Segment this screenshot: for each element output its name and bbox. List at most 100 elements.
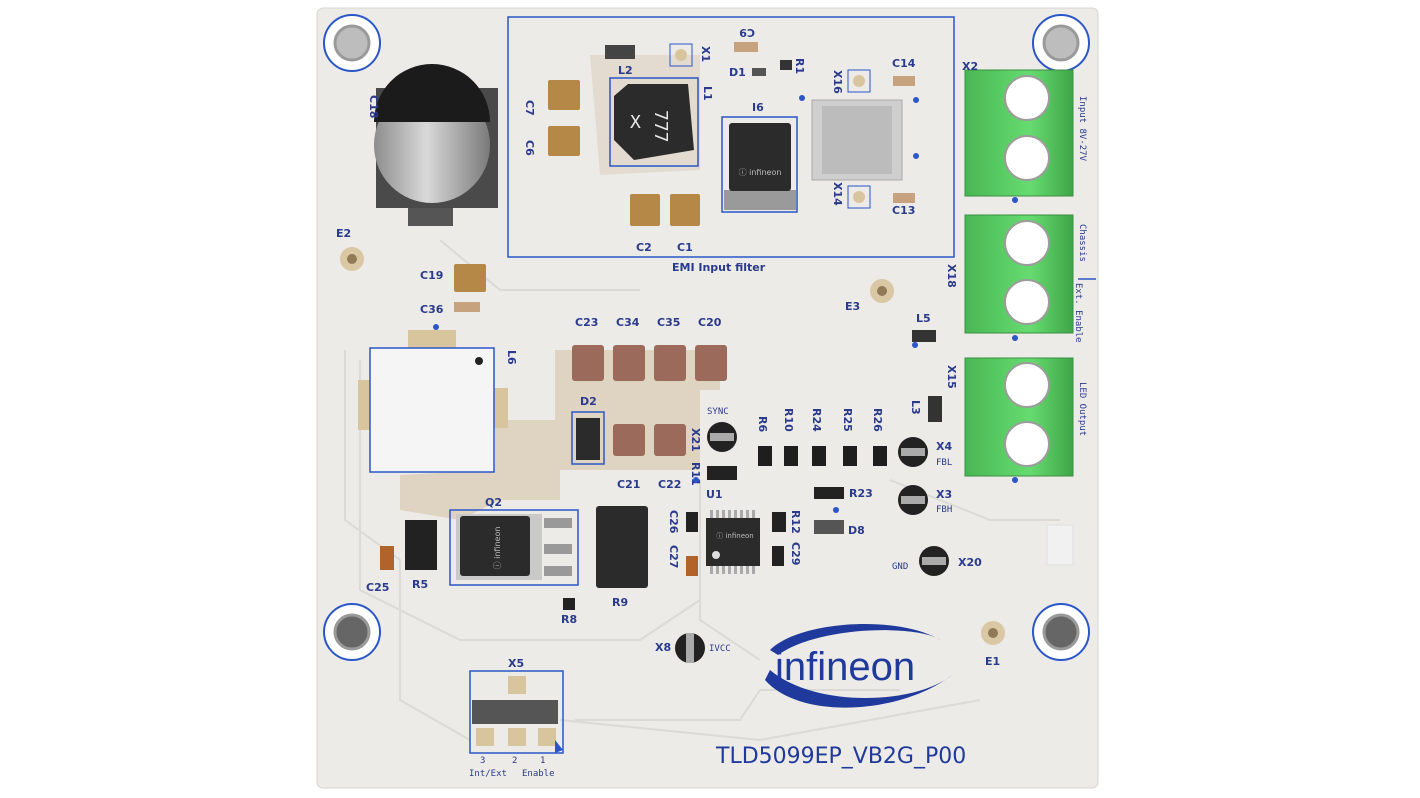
label-x14: X14 [831,182,844,206]
transistor-q2: ⓘ infineon [449,509,579,586]
label-r26: R26 [871,408,884,432]
inductor-l6 [358,330,508,473]
svg-text:ⓘ infineon: ⓘ infineon [739,168,782,177]
label-fbl: FBL [936,458,952,468]
label-e3: E3 [845,300,860,313]
label-chassis: Chassis [1077,224,1087,262]
label-e2: E2 [336,227,351,240]
label-c23: C23 [575,316,598,329]
capacitor-c1 [670,194,700,226]
label-r1: R1 [793,58,806,74]
capacitor-c2 [630,194,660,226]
label-l3: L3 [909,400,922,415]
label-x8: X8 [655,641,671,654]
label-c13: C13 [892,204,915,217]
label-c9: C9 [739,26,755,39]
capacitor-c35 [654,345,686,381]
test-point-x4 [898,437,928,467]
label-l1: L1 [701,86,714,101]
infineon-logo [765,623,952,708]
terminal-x2 [964,69,1074,197]
label-r8: R8 [561,613,577,626]
resistor-r12 [772,512,786,532]
label-x15: X15 [945,365,958,389]
capacitor-c13 [893,193,915,203]
svg-text:ⓘ infineon: ⓘ infineon [716,532,753,540]
label-x4: X4 [936,440,952,453]
test-pads [340,247,1005,645]
mounting-holes [323,14,1090,661]
label-r24: R24 [810,408,823,432]
label-l5: L5 [916,312,931,325]
label-i6: I6 [752,101,764,114]
label-c19: C19 [420,269,443,282]
label-r5: R5 [412,578,428,591]
resistor-r23 [814,487,844,499]
svg-text:777: 777 [650,110,671,143]
terminal-x18 [964,214,1074,334]
capacitor-c6 [548,126,580,156]
label-x18: X18 [945,264,958,288]
test-point-x3 [898,485,928,515]
test-point-x21 [707,422,737,452]
brand-logo-text: infineon [775,645,915,689]
capacitor-c19 [454,264,486,292]
copper-pour [400,350,720,520]
inductor-l3 [928,396,942,422]
label-c14: C14 [892,57,916,70]
label-x20: X20 [958,556,982,569]
label-q2: Q2 [485,496,502,509]
copper-traces [344,239,1060,742]
label-r10: R10 [782,408,795,432]
test-point-x16 [847,69,871,93]
test-point-x1 [669,43,693,67]
label-led-output: LED Output [1077,382,1087,436]
label-pin3: 3 [480,756,485,766]
label-l2: L2 [618,64,633,77]
label-fbh: FBH [936,505,952,515]
label-c2: C2 [636,241,652,254]
diode-d2 [571,411,605,465]
capacitor-c34 [613,345,645,381]
capacitor-c23 [572,345,604,381]
label-c7: C7 [523,100,536,116]
ic-i6: ⓘ infineon [721,116,798,213]
label-r25: R25 [841,408,854,432]
diode-d1 [752,68,766,76]
label-r23: R23 [849,487,873,500]
capacitor-c27 [686,556,698,576]
label-gnd: GND [892,562,908,572]
board-name: TLD5099EP_VB2G_P00 [715,744,966,769]
label-c36: C36 [420,303,444,316]
terminal-x15 [964,357,1074,477]
jumper-x5 [469,670,564,754]
svg-text:ⓘ infineon: ⓘ infineon [493,527,502,570]
capacitor-c18 [374,64,498,226]
resistor-r8 [563,598,575,610]
label-c29: C29 [789,542,802,565]
capacitor-c9 [734,42,758,52]
label-c6: C6 [523,140,536,156]
label-x16: X16 [831,70,844,94]
label-c1: C1 [677,241,693,254]
capacitor-c7 [548,80,580,110]
label-u1: U1 [706,488,723,501]
emi-filter-outline [507,16,955,258]
label-e1: E1 [985,655,1000,668]
label-c22: C22 [658,478,681,491]
capacitor-c26 [686,512,698,532]
capacitor-c25 [380,546,394,570]
label-c18: C18 [367,95,380,118]
label-r6: R6 [756,416,769,432]
resistor-r5 [405,520,437,570]
pin-markers [693,95,1018,513]
capacitor-c21 [613,424,645,456]
resistor-r1 [780,60,792,70]
label-ext-enable: Ext. Enable [1073,283,1083,343]
label-c25: C25 [366,581,389,594]
label-sync: SYNC [707,407,729,417]
label-int-ext: Int/Ext [469,769,507,779]
choke-large [811,99,903,181]
label-ivcc: IVCC [709,644,731,654]
test-point-x14 [847,185,871,209]
